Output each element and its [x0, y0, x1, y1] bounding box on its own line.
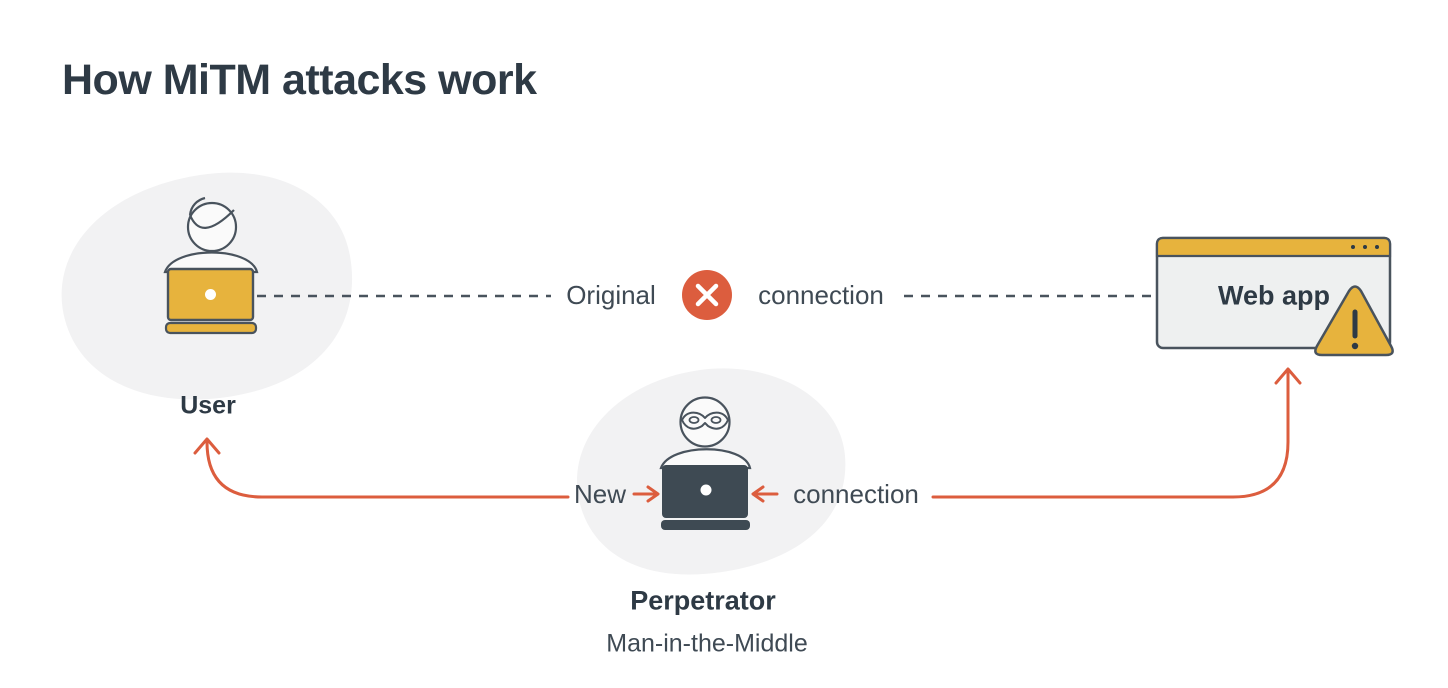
blocked-x-icon [682, 270, 732, 320]
user-hair [188, 209, 235, 229]
arrow-into-laptop-right [751, 485, 779, 503]
perpetrator-label: Perpetrator [630, 585, 776, 616]
new-connection-line-to-webapp [931, 370, 1290, 499]
original-connection-label: connection [758, 280, 884, 310]
new-connection-label: connection [793, 479, 919, 509]
user-laptop-base [164, 321, 258, 335]
webapp-label: Web app [1217, 280, 1331, 311]
webapp-window-icon [1155, 236, 1394, 357]
user-label: User [180, 391, 236, 420]
hacker-icon [659, 396, 752, 530]
webapp-window-titlebar [1155, 236, 1392, 258]
arrow-into-laptop-left [632, 485, 660, 503]
warning-icon [1314, 285, 1394, 357]
arrow-to-webapp [1274, 367, 1302, 385]
webapp-window-dots [1351, 245, 1379, 249]
new-label: New [573, 479, 627, 509]
user-hair-fringe [188, 196, 206, 216]
original-label: Original [566, 280, 656, 310]
hacker-shoulders [659, 448, 752, 470]
hacker-laptop-dot [700, 484, 712, 496]
arrow-to-user [193, 437, 221, 455]
user-shoulders [163, 251, 259, 274]
user-icon [163, 196, 259, 335]
user-laptop-dot [205, 289, 216, 300]
hacker-laptop-base [661, 520, 750, 530]
new-connection-line-to-user [205, 440, 570, 499]
hacker-mask-eye-right [710, 416, 722, 424]
mitm-sublabel: Man-in-the-Middle [606, 629, 808, 658]
warning-exclamation-dot [1351, 342, 1359, 350]
page-title: How MiTM attacks work [62, 56, 537, 104]
hacker-mask-eye-left [688, 416, 700, 424]
new-connection-lines [193, 367, 1302, 503]
